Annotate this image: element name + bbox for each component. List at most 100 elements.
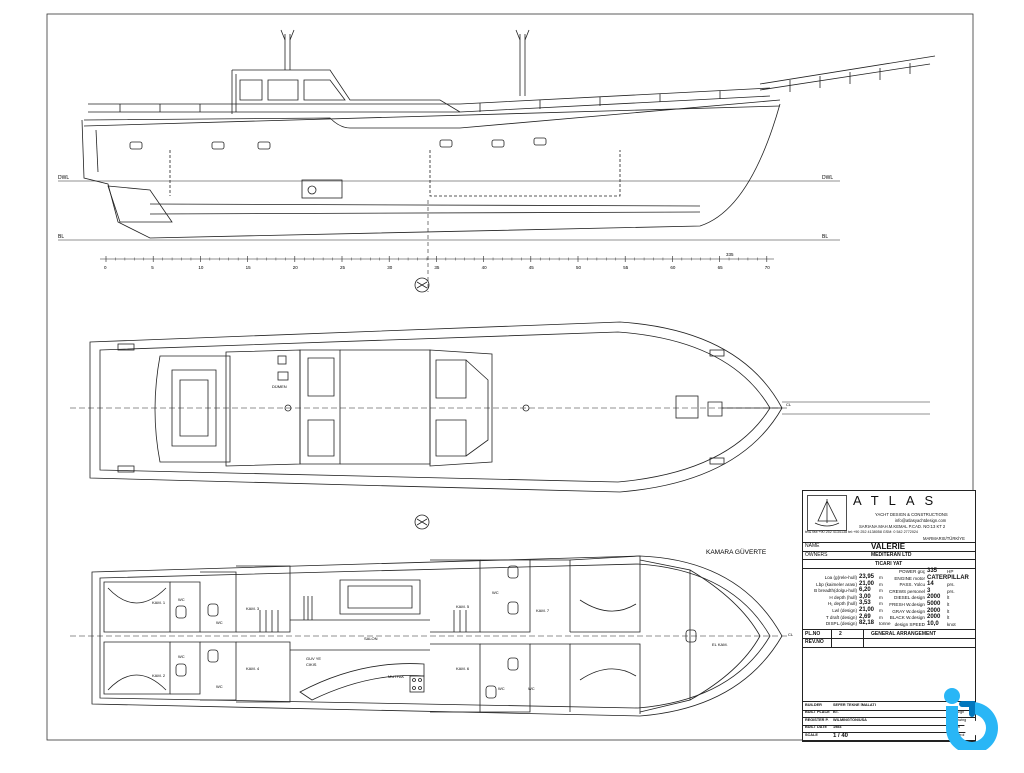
spec-value: CATERPILLAR xyxy=(927,574,969,581)
spec-label: B breadth(dolgu-hull) xyxy=(814,588,857,594)
room-kam3: KAM. 3 xyxy=(246,606,260,611)
room-wc-4: WC xyxy=(216,684,223,689)
spec-unit: knot xyxy=(947,621,956,627)
builder-row-label: BUILT PLACE xyxy=(805,710,830,715)
spec-label: H₁ depth (hull) xyxy=(827,601,857,607)
spec-value: 3,53 xyxy=(859,600,871,607)
plno-label: PL.NO xyxy=(805,631,821,637)
deck-cl-label: CL xyxy=(786,402,792,407)
deck-bowsprit xyxy=(782,401,930,415)
builder-row-label: SCALE xyxy=(805,732,818,737)
spec-label: Lwl (design) xyxy=(832,608,857,613)
room-guv: GUV YE xyxy=(306,656,321,661)
spec-value: 2000 xyxy=(927,607,941,614)
spec-unit: m xyxy=(879,594,883,600)
spec-value: 2,69 xyxy=(859,613,871,620)
spec-unit: m xyxy=(879,614,883,620)
brand-name: ATLAS xyxy=(853,493,944,508)
name-value: VALERIE xyxy=(871,542,906,551)
spec-unit: m xyxy=(879,588,883,594)
room-kam5: KAM. 5 xyxy=(456,604,470,609)
room-wc-6: WC xyxy=(498,686,505,691)
spec-value: 2000 xyxy=(927,594,941,601)
ruler-tick-label: 25 xyxy=(340,265,346,270)
builder-row-value: 1 / 40 xyxy=(833,732,849,739)
spec-label: Loa (g(rele-hull) xyxy=(824,575,857,580)
spec-label: BLACK W.design xyxy=(889,615,925,621)
ruler-tick-label: 0 xyxy=(104,265,107,270)
ruler-tick-label: 70 xyxy=(765,265,771,270)
spec-unit: m xyxy=(879,581,883,587)
room-wc-7: WC xyxy=(528,686,535,691)
builder-row-label: BUILT DATE xyxy=(805,725,828,730)
deck-plan xyxy=(89,321,783,493)
room-kam7: KAM. 7 xyxy=(536,608,550,613)
spec-value: 3 xyxy=(927,587,931,594)
ruler-tick-label: 20 xyxy=(293,265,299,270)
spec-label: Lbp (kaimeler arası) xyxy=(816,581,857,587)
bl-label-right: BL xyxy=(822,234,828,240)
ruler-tick-label: 5 xyxy=(151,265,154,270)
brand-email: info@atlasyachtdesign.com xyxy=(895,518,947,523)
builder-row-note: design xyxy=(953,710,965,715)
spec-label: PASS. Yolcu xyxy=(899,582,925,588)
spec-label: T draft (design) xyxy=(825,614,857,620)
spec-value: 14 xyxy=(927,581,934,588)
room-kam1: KAM. 1 xyxy=(152,600,166,605)
plno-value: 2 xyxy=(839,631,842,637)
revno-label: REV.NO xyxy=(805,639,824,645)
room-kam4: KAM. 4 xyxy=(246,666,260,671)
spec-value: 6,20 xyxy=(859,587,871,594)
spec-unit: HP xyxy=(947,569,954,574)
owners-label: OWNERS xyxy=(805,552,828,558)
spec-unit: lt xyxy=(947,595,950,601)
spec-label: DIESEL design xyxy=(894,595,925,601)
room-wc-5: WC xyxy=(492,590,499,595)
profile-view xyxy=(81,29,936,239)
spec-unit: prs. xyxy=(947,588,955,594)
ruler-tick-label: 60 xyxy=(670,265,676,270)
dwl-label-right: DWL xyxy=(822,175,833,181)
spec-unit: lt xyxy=(947,615,950,621)
spec-value: 23,95 xyxy=(859,574,875,580)
room-wc-3: WC xyxy=(216,620,223,625)
builder-row: BUILDER SEFER TEKNE İMALATI xyxy=(803,703,975,711)
bl-label-left: BL xyxy=(58,234,64,240)
builder-row-label: BUILDER xyxy=(805,703,822,707)
builder-row-value: WILMINGTON/USA xyxy=(833,717,867,722)
builder-row-note: drawing xyxy=(953,717,967,722)
spec-unit: m xyxy=(879,575,883,580)
brand-address: SARIANA MAH.M.KEMAL P.CAD. NO:13 KT 2 xyxy=(859,524,946,529)
spec-label: CREWS personel xyxy=(889,588,925,594)
brand-city: MARMARIS/TÜRKİYE xyxy=(923,536,965,541)
ruler-tick-label: 55 xyxy=(623,265,629,270)
room-salon: SALON xyxy=(364,636,378,641)
spec-value: 21,00 xyxy=(859,607,875,613)
spec-unit: lt xyxy=(947,608,950,614)
ruler-tick-label: 40 xyxy=(482,265,488,270)
dimension-label: 335 xyxy=(726,252,734,257)
spec-value: 5000 xyxy=(927,601,941,607)
ruler-tick-label: 65 xyxy=(718,265,724,270)
spec-label: POWER güç xyxy=(898,569,925,574)
spec-unit: m xyxy=(879,601,883,607)
room-wc-1: WC xyxy=(178,597,185,602)
spec-label: design SPEED xyxy=(894,621,925,627)
spec-label: H depth (hull) xyxy=(829,594,857,600)
ruler-tick-label: 50 xyxy=(576,265,582,270)
plan-title: KAMARA GÜVERTE xyxy=(706,548,767,556)
brand-phone: tel& fax:+90 252 4134138 tel:+90 252 413… xyxy=(805,530,918,534)
spec-value: 21,00 xyxy=(859,580,875,587)
spec-unit: m xyxy=(879,608,883,613)
room-kam6: KAM. 6 xyxy=(456,666,470,671)
builder-row-label: REGISTER P. xyxy=(805,717,829,722)
room-kam2: KAM. 2 xyxy=(152,673,166,678)
spec-label: GRAY W.design xyxy=(892,608,925,614)
watermark-logo-icon xyxy=(944,688,998,750)
owners-value: MEDITERAN LTD xyxy=(871,552,912,558)
spec-unit: tonne xyxy=(879,621,891,627)
section-marks xyxy=(414,277,430,530)
builder-row-value: SEFER TEKNE İMALATI xyxy=(833,703,876,707)
